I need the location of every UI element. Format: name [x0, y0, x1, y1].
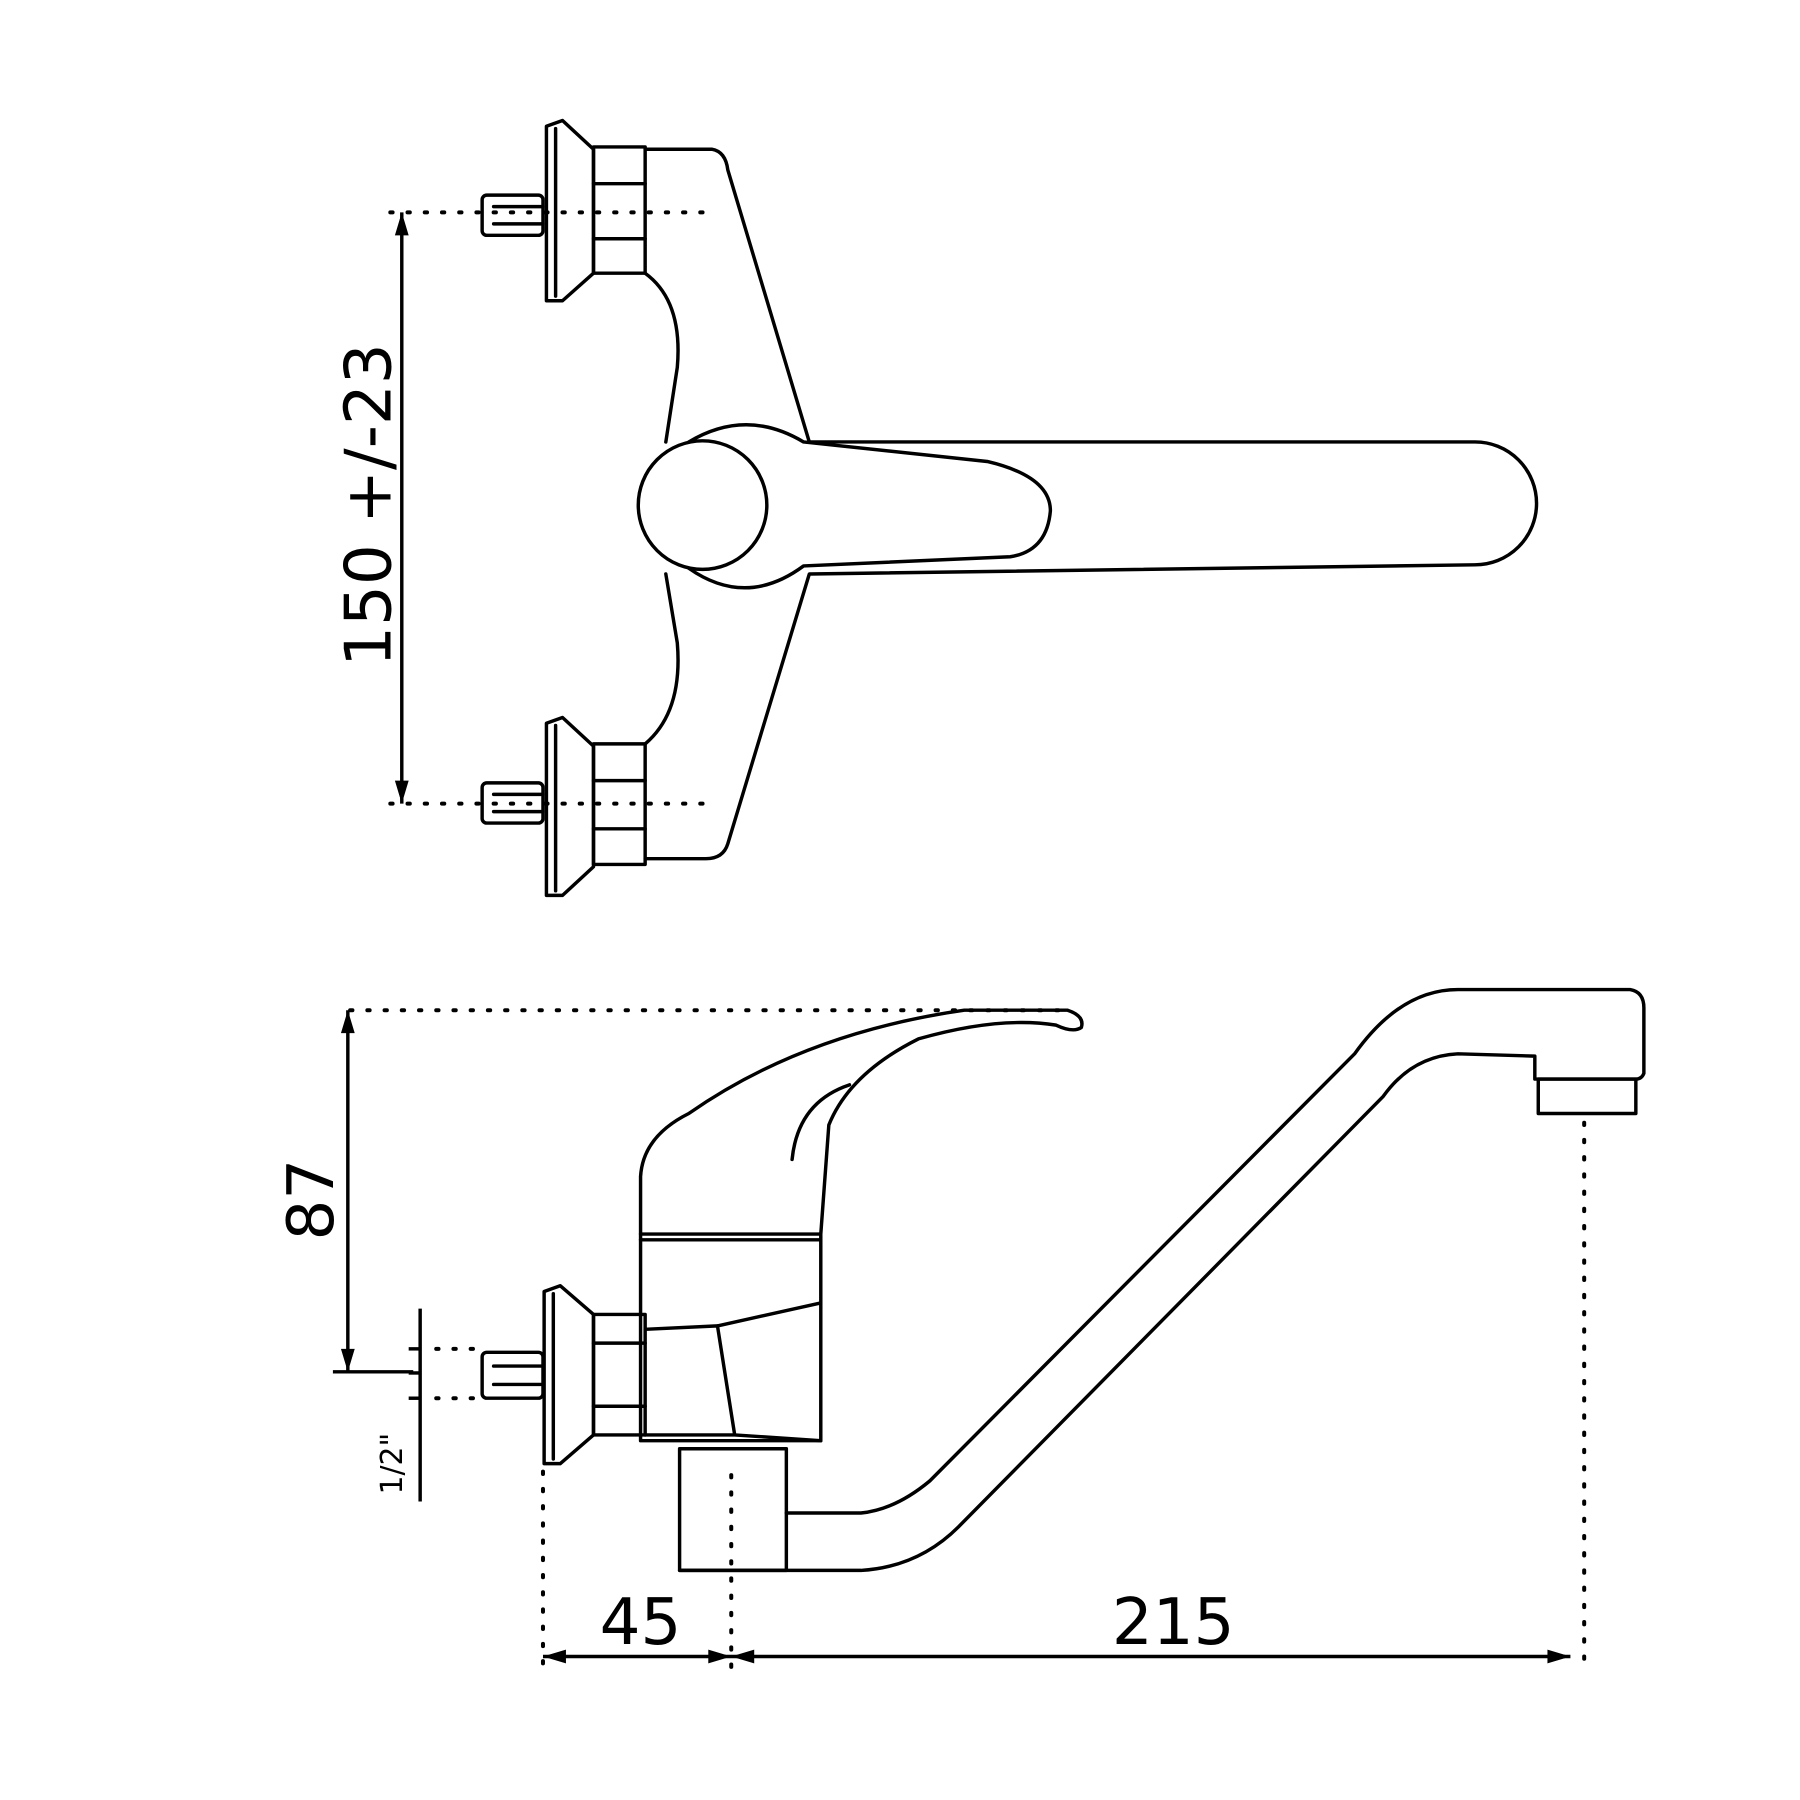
horizontal-dimensions: 45 215 [542, 1585, 1571, 1664]
lever-handle-side [638, 1008, 1084, 1236]
lever-handle-top [687, 423, 1053, 590]
mixer-body-inner [643, 271, 680, 746]
thread-dimension-label: 1/2" [375, 1433, 410, 1495]
offset-dimension-label: 45 [600, 1585, 682, 1660]
reach-dimension-label: 215 [1112, 1585, 1235, 1660]
spindle-nut [643, 1301, 823, 1443]
height-dimension: 87 [274, 1010, 414, 1374]
spout-aerator [1536, 1077, 1638, 1116]
swivel-spout [677, 987, 1646, 1573]
side-view: 87 1/2" [274, 987, 1646, 1673]
mixer-body-outline [643, 147, 1539, 861]
height-dimension-label: 87 [274, 1159, 349, 1241]
upper-wall-connection [480, 118, 647, 303]
top-view: 150 +/-23 [331, 118, 1539, 898]
lever-hub [636, 439, 769, 572]
wall-connection [480, 1283, 647, 1466]
thread-dimension: 1/2" [375, 1308, 485, 1502]
lower-wall-connection [480, 715, 647, 898]
spacing-dimension-label: 150 +/-23 [331, 343, 406, 667]
mixer-body [638, 1232, 823, 1443]
spacing-dimension: 150 +/-23 [331, 212, 409, 804]
